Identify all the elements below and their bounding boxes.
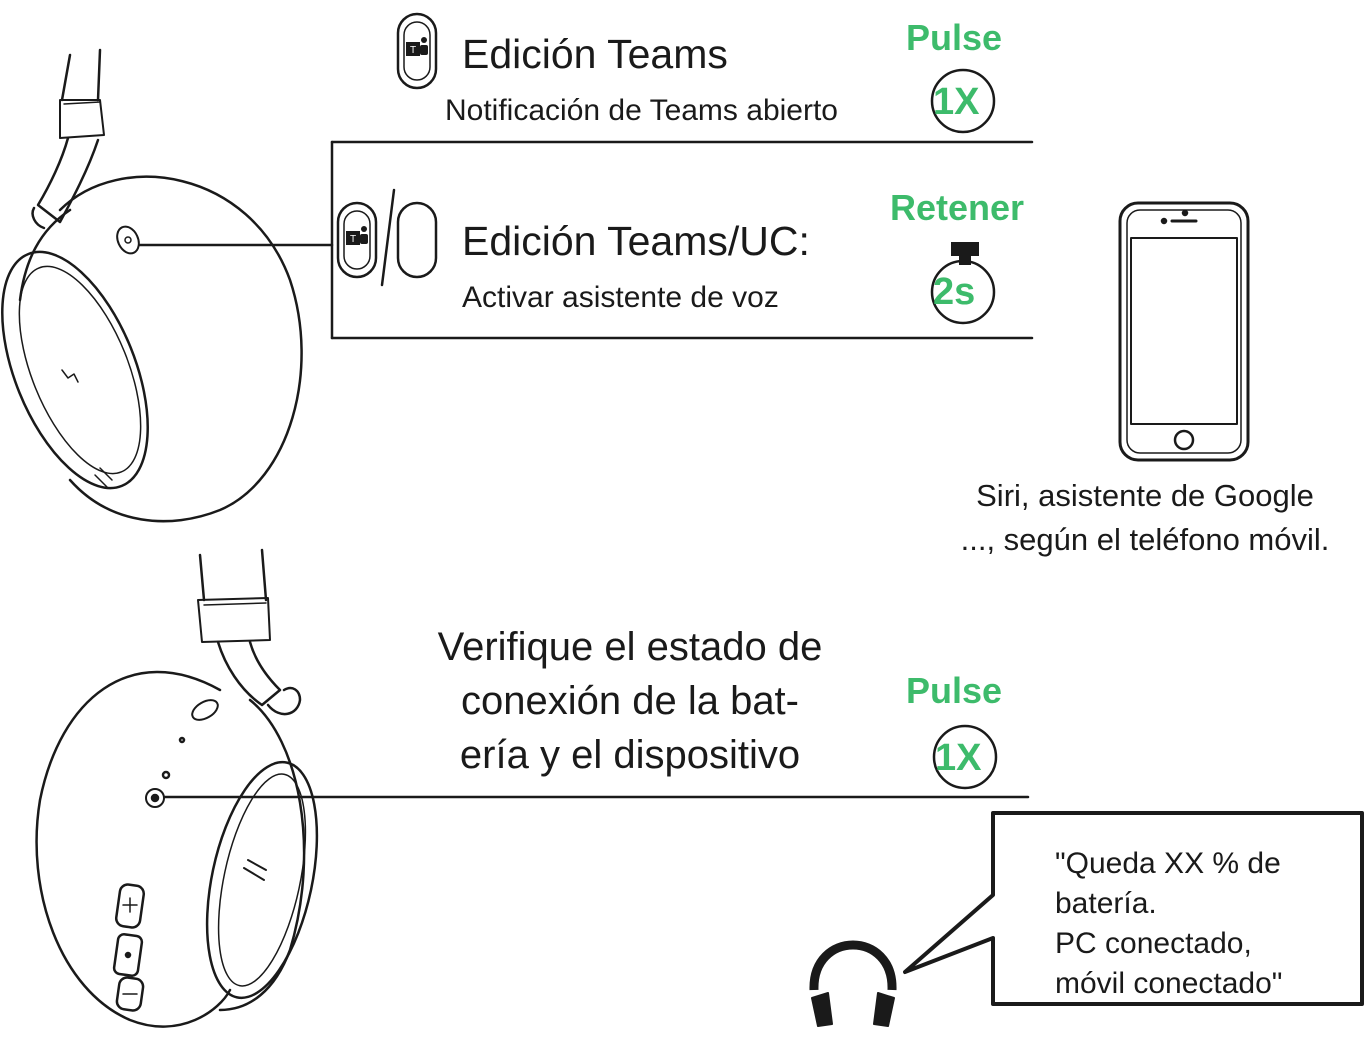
teams-button-icon-middle: T	[336, 201, 378, 279]
teams-edition-description: Notificación de Teams abierto	[445, 94, 838, 127]
hold-duration-text: 2s	[933, 271, 976, 313]
voice-prompt-text: "Queda XX % de batería. PC conectado, mó…	[1055, 844, 1355, 1004]
battery-check-text: Verifique el estado de conexión de la ba…	[400, 620, 860, 782]
headphones-icon	[809, 940, 897, 1027]
smartphone-icon	[1118, 201, 1250, 462]
press-action-label-top: Pulse	[906, 17, 1003, 58]
press-count-text-bottom: 1X	[935, 737, 982, 779]
slash-divider	[380, 188, 396, 287]
phone-assistant-note: Siri, asistente de Google ..., según el …	[925, 474, 1365, 562]
press-count-text-top: 1X	[933, 81, 980, 123]
teams-uc-edition-title: Edición Teams/UC:	[462, 218, 810, 264]
phone-note-line-1: Siri, asistente de Google	[976, 478, 1314, 513]
press-count-badge-top	[930, 68, 996, 134]
voice-prompt-line-2: batería.	[1055, 887, 1157, 920]
voice-prompt-line-1: "Queda XX % de	[1055, 847, 1281, 880]
headset-top-icon	[1, 48, 303, 523]
teams-uc-edition-description: Activar asistente de voz	[462, 281, 779, 314]
teams-edition-title: Edición Teams	[462, 31, 728, 77]
press-count-badge-bottom	[932, 724, 998, 790]
uc-button-icon	[396, 201, 438, 279]
teams-button-icon: T	[396, 12, 438, 90]
hold-action-label: Retener	[890, 187, 1025, 228]
voice-prompt-line-3: PC conectado,	[1055, 927, 1252, 960]
press-action-label-bottom: Pulse	[906, 670, 1003, 711]
battery-check-line-3: ería y el dispositivo	[459, 733, 801, 777]
battery-check-line-2: conexión de la bat-	[460, 679, 799, 723]
battery-check-line-1: Verifique el estado de	[437, 625, 823, 669]
speech-bubble	[903, 811, 1364, 1006]
headset-bottom-icon	[35, 548, 319, 1028]
svg-text:T: T	[410, 45, 416, 56]
hold-duration-badge	[930, 242, 996, 325]
svg-text:T: T	[350, 234, 356, 245]
phone-note-line-2: ..., según el teléfono móvil.	[960, 522, 1330, 557]
voice-prompt-line-4: móvil conectado"	[1055, 967, 1283, 1000]
